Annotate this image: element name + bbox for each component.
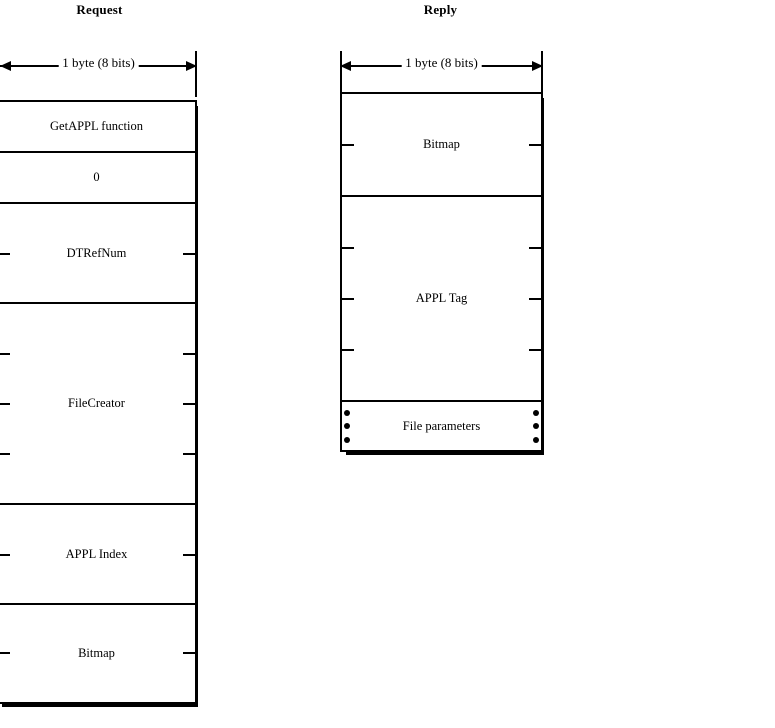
reply-field-file-parameters-dots-left bbox=[343, 402, 351, 450]
request-packet: GetAPPL function 0 DTRefNum FileCreator … bbox=[0, 100, 198, 707]
reply-dimension-label: 1 byte (8 bits) bbox=[401, 52, 482, 74]
reply-dimension-arrow-right bbox=[532, 61, 543, 71]
dot bbox=[344, 423, 350, 429]
reply-field-appl-tag-tick-left-1 bbox=[341, 247, 354, 249]
request-field-filecreator-tick-left-1 bbox=[0, 353, 10, 355]
request-field-zero-label: 0 bbox=[93, 170, 100, 185]
request-field-appl-index: APPL Index bbox=[0, 505, 196, 605]
request-field-appl-index-tick-right bbox=[183, 554, 196, 556]
reply-field-file-parameters-dots-right bbox=[532, 402, 540, 450]
request-field-filecreator-tick-right-3 bbox=[183, 453, 196, 455]
reply-dimension-tick-left bbox=[340, 51, 342, 97]
dot bbox=[344, 436, 350, 443]
request-packet-shadow-bottom bbox=[2, 702, 198, 707]
reply-packet-body: Bitmap APPL Tag File parameters bbox=[340, 92, 543, 452]
reply-dimension-tick-right bbox=[541, 51, 543, 97]
request-field-filecreator-tick-left-3 bbox=[0, 453, 10, 455]
reply-field-appl-tag-tick-right-1 bbox=[529, 247, 542, 249]
reply-dimension-arrow-left bbox=[340, 61, 351, 71]
dot bbox=[533, 423, 539, 429]
request-field-bitmap-label: Bitmap bbox=[78, 646, 115, 661]
request-field-filecreator-tick-left-2 bbox=[0, 403, 10, 405]
request-dimension-tick-right bbox=[195, 51, 197, 97]
reply-diagram-title: Reply bbox=[423, 2, 458, 17]
request-field-bitmap-tick-right bbox=[183, 652, 196, 654]
request-field-dtrefnum-tick-left bbox=[0, 253, 10, 255]
request-field-getappl-function: GetAPPL function bbox=[0, 102, 195, 153]
dot bbox=[344, 409, 350, 416]
request-packet-body: GetAPPL function 0 DTRefNum FileCreator … bbox=[0, 100, 197, 704]
reply-field-appl-tag-tick-left-2 bbox=[341, 298, 354, 300]
request-field-dtrefnum-tick-right bbox=[183, 253, 196, 255]
reply-field-bitmap-tick-left bbox=[341, 144, 354, 146]
request-field-filecreator-label: FileCreator bbox=[68, 396, 125, 411]
reply-field-appl-tag-tick-right-2 bbox=[529, 298, 542, 300]
request-field-appl-index-tick-left bbox=[0, 554, 10, 556]
dot bbox=[533, 436, 539, 443]
request-field-filecreator-tick-right-1 bbox=[183, 353, 196, 355]
reply-field-bitmap-tick-right bbox=[529, 144, 542, 146]
request-field-zero: 0 bbox=[0, 153, 195, 204]
request-field-dtrefnum-label: DTRefNum bbox=[66, 245, 127, 260]
request-dimension-arrow-left bbox=[0, 61, 11, 71]
request-field-appl-index-label: APPL Index bbox=[65, 546, 128, 561]
reply-field-bitmap-label: Bitmap bbox=[423, 137, 460, 152]
request-field-bitmap-tick-left bbox=[0, 652, 10, 654]
request-diagram-title: Request bbox=[76, 2, 123, 17]
dot bbox=[533, 409, 539, 416]
reply-field-appl-tag-label: APPL Tag bbox=[415, 291, 468, 306]
reply-packet: Bitmap APPL Tag File parameters bbox=[340, 92, 544, 455]
reply-field-appl-tag: APPL Tag bbox=[341, 197, 542, 402]
reply-field-bitmap: Bitmap bbox=[341, 94, 542, 197]
request-field-getappl-function-label: GetAPPL function bbox=[50, 119, 143, 134]
reply-field-appl-tag-tick-left-3 bbox=[341, 349, 354, 351]
request-dimension-arrow-right bbox=[186, 61, 197, 71]
reply-packet-shadow-bottom bbox=[346, 450, 544, 455]
request-field-dtrefnum: DTRefNum bbox=[0, 204, 196, 304]
request-dimension-rule: 1 byte (8 bits) bbox=[0, 51, 197, 97]
reply-field-appl-tag-tick-right-3 bbox=[529, 349, 542, 351]
request-dimension-label: 1 byte (8 bits) bbox=[58, 52, 139, 74]
reply-field-file-parameters: File parameters bbox=[342, 402, 541, 450]
reply-field-file-parameters-label: File parameters bbox=[402, 418, 481, 433]
request-field-bitmap: Bitmap bbox=[0, 605, 196, 702]
request-field-filecreator: FileCreator bbox=[0, 304, 196, 505]
reply-dimension-rule: 1 byte (8 bits) bbox=[340, 51, 543, 97]
request-field-filecreator-tick-right-2 bbox=[183, 403, 196, 405]
